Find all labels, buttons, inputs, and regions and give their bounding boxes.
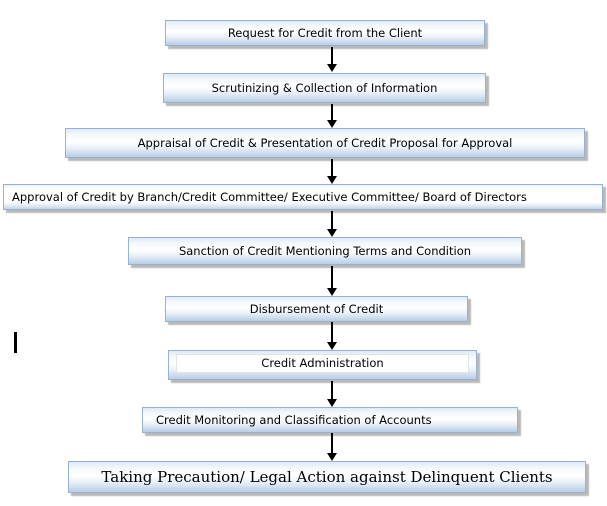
flow-step-label: Appraisal of Credit & Presentation of Cr… [137,135,513,150]
arrow-shaft [331,266,333,289]
text-cursor-artifact [14,332,17,353]
flow-arrow-down-icon [327,159,337,184]
flow-step-credit-monitoring: Credit Monitoring and Classification of … [142,407,518,433]
arrow-shaft [331,104,333,121]
flow-arrow-down-icon [327,211,337,237]
flow-step-label: Sanction of Credit Mentioning Terms and … [178,243,472,258]
flow-step-label: Request for Credit from the Client [227,25,423,40]
arrow-head [327,176,337,184]
flow-step-label: Disbursement of Credit [249,301,384,316]
flow-step-label: Taking Precaution/ Legal Action against … [101,467,553,486]
arrow-shaft [331,211,333,230]
inner-panel: Credit Administration [176,354,469,373]
flow-arrow-down-icon [327,266,337,296]
flow-arrow-down-icon [327,433,337,461]
arrow-head [327,342,337,350]
arrow-shaft [331,322,333,343]
arrow-shaft [331,433,333,454]
flow-step-disbursement-credit: Disbursement of Credit [165,296,468,322]
flow-arrow-down-icon [327,322,337,350]
arrow-shaft [331,381,333,400]
arrow-head [327,399,337,407]
flow-step-label: Credit Monitoring and Classification of … [156,412,432,427]
flow-arrow-down-icon [327,381,337,407]
flow-step-label: Credit Administration [261,356,384,371]
flow-step-approval-credit: Approval of Credit by Branch/Credit Comm… [3,184,603,210]
flow-step-taking-precaution: Taking Precaution/ Legal Action against … [68,461,586,493]
flow-step-request-credit: Request for Credit from the Client [165,20,485,46]
arrow-shaft [331,47,333,65]
flow-step-label: Scrutinizing & Collection of Information [211,80,438,95]
arrow-head [327,229,337,237]
flow-step-credit-administration: Credit Administration [168,350,477,380]
flow-step-sanction-credit: Sanction of Credit Mentioning Terms and … [128,237,522,265]
arrow-shaft [331,159,333,177]
arrow-head [327,64,337,72]
arrow-head [327,453,337,461]
flow-step-label: Approval of Credit by Branch/Credit Comm… [12,189,527,204]
flow-arrow-down-icon [327,47,337,72]
arrow-head [327,120,337,128]
flow-step-scrutinizing-information: Scrutinizing & Collection of Information [163,73,486,103]
arrow-head [327,288,337,296]
flow-arrow-down-icon [327,104,337,128]
flow-step-appraisal-credit: Appraisal of Credit & Presentation of Cr… [65,128,585,158]
